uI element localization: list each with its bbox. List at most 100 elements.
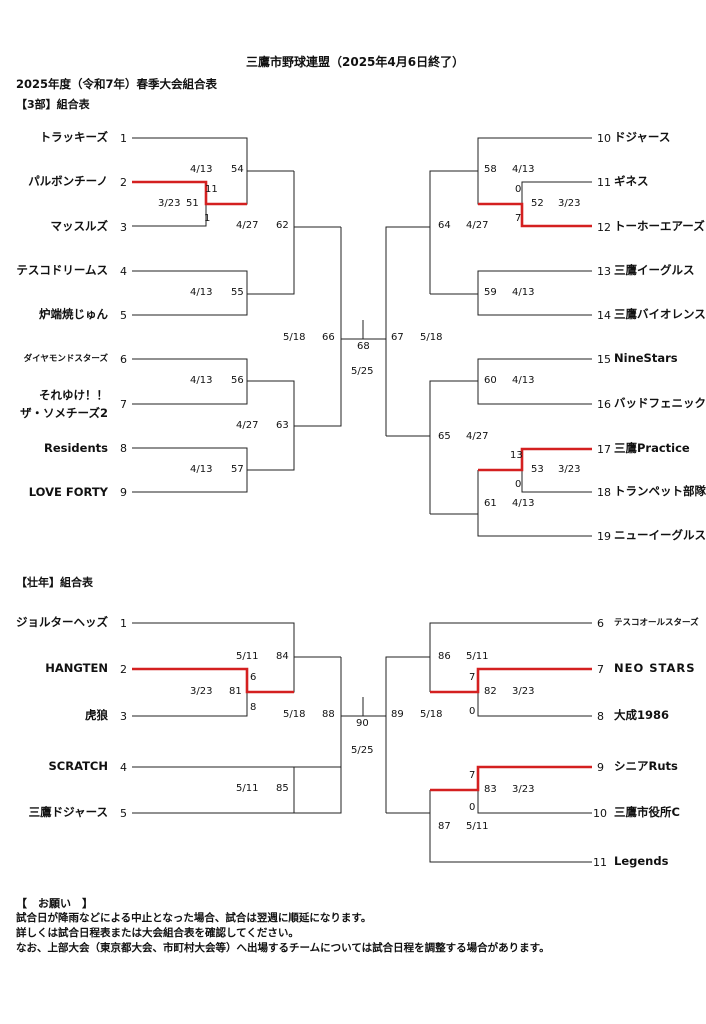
team-number: 3 (120, 221, 127, 234)
team-name: マッスルズ (50, 219, 109, 233)
team-number: 9 (120, 486, 127, 499)
team-name: テスコドリームス (16, 263, 108, 277)
team-number: 2 (120, 663, 127, 676)
game-date: 3/23 (190, 686, 213, 697)
senior-section-label: 【壮年】組合表 (16, 576, 93, 589)
game-number: 53 (531, 464, 544, 475)
team-number: 5 (120, 309, 127, 322)
game-number: 63 (276, 420, 289, 431)
div3-left-lines (132, 137, 386, 493)
team-number: 3 (120, 710, 127, 723)
senior-left-lines (132, 622, 386, 814)
team-name: シニアRuts (614, 759, 678, 773)
game-number: 54 (231, 164, 244, 175)
notice-line: 試合日が降雨などによる中止となった場合、試合は翌週に順延になります。 (16, 912, 372, 924)
team-name: 虎狼 (85, 708, 108, 722)
score: 0 (469, 706, 476, 717)
team-number: 8 (597, 710, 604, 723)
team-name: テスコオールスターズ (614, 618, 699, 628)
game-number: 86 (438, 651, 451, 662)
div3-winner-lines (132, 180, 592, 472)
team-name: トランペット部隊 (614, 484, 706, 498)
team-number: 18 (597, 486, 611, 499)
team-name: パルボンチーノ (28, 174, 108, 188)
game-date: 5/18 (420, 709, 443, 720)
score: 13 (510, 450, 523, 461)
score: 8 (250, 702, 257, 713)
team-name: ニューイーグルス (614, 528, 706, 542)
team-number: 11 (593, 856, 607, 869)
team-name: ダイヤモンドスターズ (23, 354, 108, 364)
team-name: ジョルターヘッズ (16, 615, 108, 629)
senior-right-lines (385, 622, 592, 863)
team-name: 三鷹バイオレンス (614, 307, 706, 321)
notice-line: なお、上部大会（東京都大会、市町村大会等）へ出場するチームについては試合日程を調… (16, 942, 550, 954)
team-number: 6 (120, 353, 127, 366)
team-number: 2 (120, 176, 127, 189)
team-number: 14 (597, 309, 611, 322)
game-number: 56 (231, 375, 244, 386)
team-name: SCRATCH (48, 759, 109, 773)
team-number: 6 (597, 617, 604, 630)
team-name: 三鷹Practice (614, 441, 690, 455)
score: 11 (205, 184, 218, 195)
game-date: 4/27 (236, 420, 259, 431)
team-number: 4 (120, 761, 127, 774)
team-name: ドジャース (614, 130, 671, 144)
game-number: 60 (484, 375, 497, 386)
team-number: 1 (120, 617, 127, 630)
notice-heading: 【 お願い 】 (16, 897, 93, 910)
game-date: 5/11 (236, 651, 259, 662)
div3-section-label: 【3部】組合表 (16, 98, 90, 111)
team-number: 1 (120, 132, 127, 145)
game-date: 5/18 (420, 332, 443, 343)
game-number: 84 (276, 651, 289, 662)
team-number: 4 (120, 265, 127, 278)
team-name: 三鷹市役所C (614, 805, 680, 819)
game-date: 4/13 (512, 287, 535, 298)
team-name: Legends (614, 854, 669, 868)
game-date: 5/11 (236, 783, 259, 794)
game-date: 5/18 (283, 709, 306, 720)
game-number: 59 (484, 287, 497, 298)
score: 0 (515, 479, 522, 490)
score: 1 (204, 213, 211, 224)
game-date: 3/23 (512, 686, 535, 697)
team-number: 9 (597, 761, 604, 774)
team-number: 19 (597, 530, 611, 543)
game-number: 68 (357, 341, 370, 352)
game-date: 4/13 (190, 287, 213, 298)
team-name: ギネス (614, 174, 649, 188)
team-number: 11 (597, 176, 611, 189)
team-name: HANGTEN (45, 661, 108, 675)
score: 0 (515, 184, 522, 195)
game-date: 4/13 (190, 375, 213, 386)
team-number: 12 (597, 221, 611, 234)
game-number: 51 (186, 198, 199, 209)
score: 6 (250, 672, 257, 683)
score: 7 (469, 672, 476, 683)
team-name: 三鷹ドジャース (28, 805, 108, 819)
game-date: 5/25 (351, 745, 374, 756)
team-name: バッドフェニックス (614, 396, 706, 410)
team-name: 三鷹イーグルス (614, 263, 695, 277)
team-number: 7 (120, 398, 127, 411)
score: 0 (469, 802, 476, 813)
game-number: 90 (356, 718, 369, 729)
game-number: 62 (276, 220, 289, 231)
game-number: 55 (231, 287, 244, 298)
page-subtitle: 2025年度（令和7年）春季大会組合表 (16, 77, 218, 91)
game-number: 64 (438, 220, 451, 231)
team-number: 13 (597, 265, 611, 278)
team-number: 10 (593, 807, 607, 820)
game-date: 4/27 (466, 431, 489, 442)
game-number: 65 (438, 431, 451, 442)
game-date: 5/11 (466, 821, 489, 832)
game-date: 4/13 (190, 464, 213, 475)
team-name: トラッキーズ (39, 130, 108, 144)
team-name: NineStars (614, 351, 678, 365)
game-number: 66 (322, 332, 335, 343)
game-number: 83 (484, 784, 497, 795)
game-date: 4/13 (190, 164, 213, 175)
